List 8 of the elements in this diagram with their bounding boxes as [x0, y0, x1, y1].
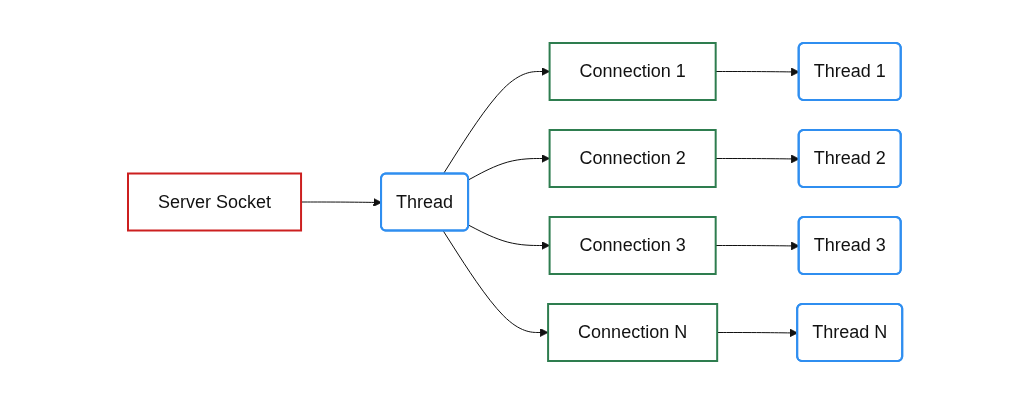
node-box: Server Socket [126, 172, 302, 231]
arrow [442, 66, 550, 174]
arrow [468, 224, 550, 250]
node-box: Connection 1 [548, 41, 717, 101]
node-box: Connection 2 [548, 128, 717, 188]
node-box: Connection 3 [548, 215, 717, 275]
node-box: Connection N [547, 302, 719, 362]
arrow [468, 153, 550, 180]
